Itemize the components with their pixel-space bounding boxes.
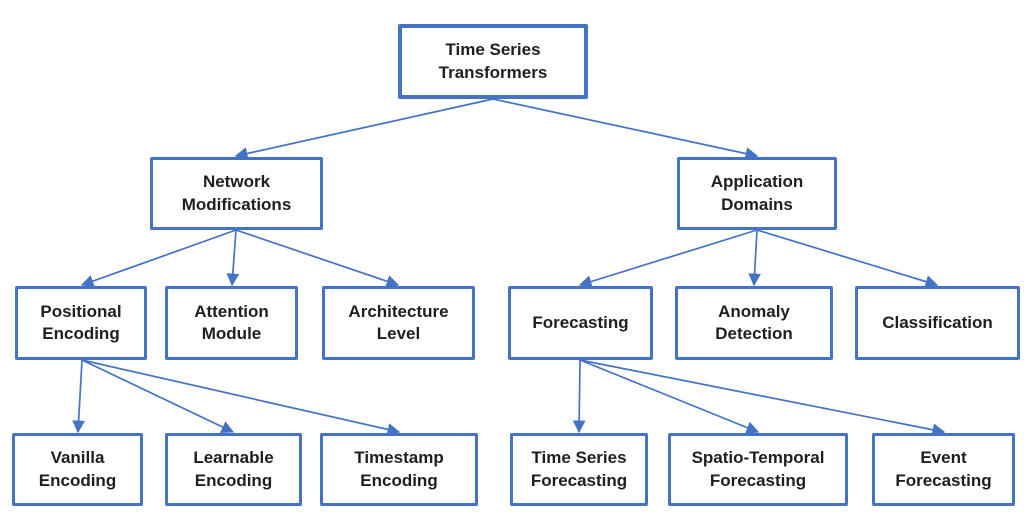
node-attention-module: Attention Module — [165, 286, 298, 360]
node-label: Architecture Level — [348, 301, 449, 343]
node-label: Time Series Forecasting — [530, 448, 628, 490]
node-label: Vanilla Encoding — [38, 448, 117, 490]
edge-pe-te — [81, 359, 401, 436]
node-label: Network Modifications — [181, 172, 292, 214]
edge-ad-an — [748, 229, 761, 287]
node-timestamp-encoding: Timestamp Encoding — [320, 433, 478, 506]
node-time-series-transformers: Time Series Transformers — [398, 24, 588, 99]
edge-pe-le — [81, 359, 235, 433]
edge-tst-ad — [492, 98, 759, 160]
edge-nm-pe — [80, 229, 237, 288]
edge-fc-ef — [579, 359, 946, 437]
node-label: Spatio-Temporal Forecasting — [691, 448, 825, 490]
node-forecasting: Forecasting — [508, 286, 653, 360]
node-architecture-level: Architecture Level — [322, 286, 475, 360]
node-label: Anomaly Detection — [715, 301, 793, 343]
node-label: Timestamp Encoding — [354, 448, 444, 490]
node-spatio-temporal-forecasting: Spatio-Temporal Forecasting — [668, 433, 848, 506]
edge-fc-stf — [579, 359, 760, 434]
node-time-series-forecasting: Time Series Forecasting — [510, 433, 648, 506]
edge-fc-tsf — [572, 359, 586, 434]
node-label: Time Series Transformers — [438, 40, 548, 82]
node-classification: Classification — [855, 286, 1020, 360]
node-label: Forecasting — [532, 312, 629, 332]
node-application-domains: Application Domains — [677, 157, 837, 230]
node-label: Attention Module — [194, 301, 269, 343]
node-label: Positional Encoding — [40, 301, 122, 343]
edge-nm-al — [235, 229, 400, 288]
edge-ad-fc — [578, 229, 758, 288]
node-vanilla-encoding: Vanilla Encoding — [12, 433, 143, 506]
node-label: Classification — [882, 312, 993, 332]
node-label: Application Domains — [710, 172, 804, 214]
edge-nm-am — [226, 229, 240, 287]
node-label: Event Forecasting — [895, 448, 992, 490]
edge-ad-cl — [756, 229, 939, 288]
node-anomaly-detection: Anomaly Detection — [675, 286, 833, 360]
node-event-forecasting: Event Forecasting — [872, 433, 1015, 506]
edge-tst-nm — [234, 98, 494, 160]
node-network-modifications: Network Modifications — [150, 157, 323, 230]
edge-pe-ve — [72, 359, 86, 434]
node-positional-encoding: Positional Encoding — [15, 286, 147, 360]
node-label: Learnable Encoding — [193, 448, 274, 490]
node-learnable-encoding: Learnable Encoding — [165, 433, 302, 506]
